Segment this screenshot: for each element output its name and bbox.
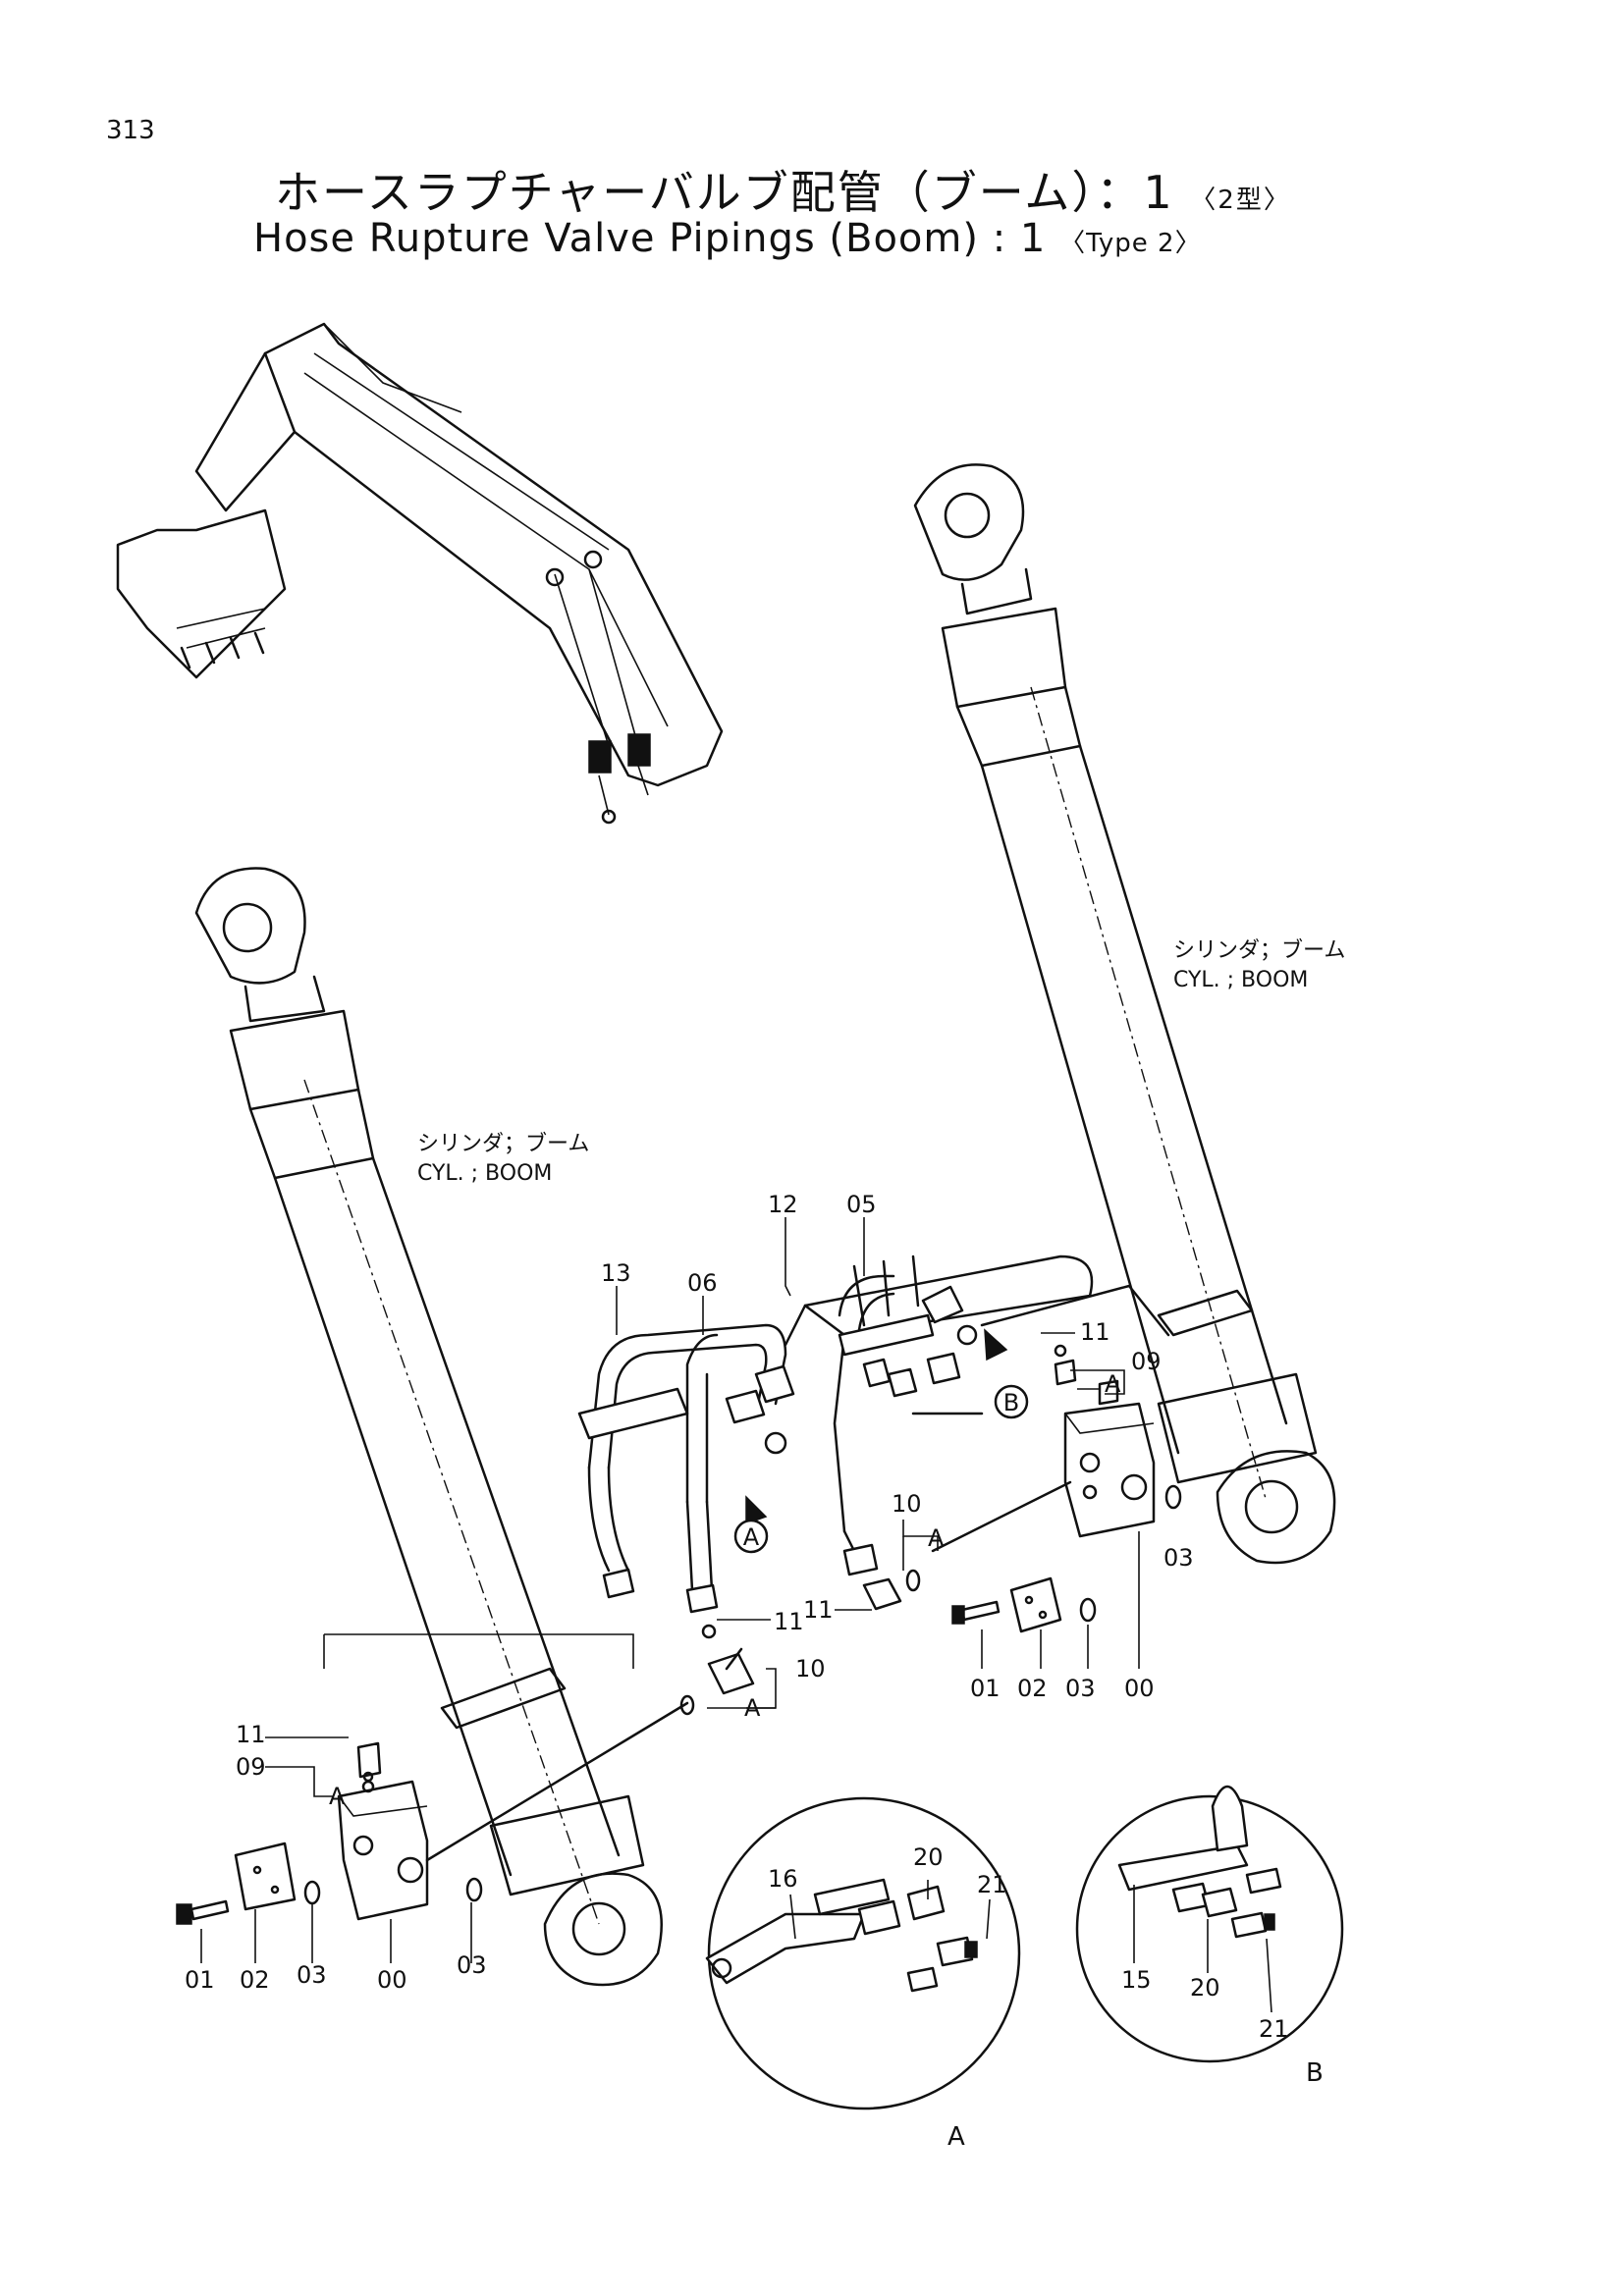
- callout-06: 06: [687, 1269, 718, 1297]
- callout-15: 15: [1121, 1966, 1152, 1994]
- callout-10-middle: 10: [795, 1655, 826, 1682]
- detail-view-labels: A B: [947, 2058, 1324, 2152]
- callout-03-left-b: 03: [457, 1951, 487, 1979]
- hose-piping-assembly: [577, 1255, 1170, 1614]
- callout-09-right: 09: [1131, 1348, 1162, 1375]
- right-cylinder-label-en: CYL. ; BOOM: [1173, 968, 1308, 992]
- callout-a-right-lower: A: [928, 1524, 945, 1552]
- callout-02-left: 02: [240, 1966, 270, 1994]
- callout-03-right-a: 03: [1163, 1544, 1194, 1572]
- callout-13: 13: [601, 1259, 631, 1287]
- detail-marker-b: B: [984, 1328, 1029, 1419]
- middle-fitting-assembly: [679, 1624, 755, 1716]
- callout-a-middle: A: [744, 1694, 761, 1722]
- callout-01-right: 01: [970, 1675, 1001, 1702]
- callout-11-middle: 11: [774, 1608, 804, 1635]
- callout-10-right: 10: [892, 1490, 922, 1518]
- right-valve-assembly: [862, 1344, 1182, 1633]
- callout-12: 12: [768, 1191, 798, 1218]
- title-japanese-text: ホースラプチャーバルブ配管（ブーム）：1: [275, 166, 1174, 219]
- part-callouts: 12 05 13 06 11 09 A 10 11 A 03 01 02 03 …: [185, 1191, 1289, 2043]
- detail-a-label: A: [947, 2122, 965, 2152]
- title-english: Hose Rupture Valve Pipings (Boom) : 1 〈T…: [253, 216, 1202, 261]
- callout-21-detail-a: 21: [977, 1871, 1007, 1898]
- callout-leaders: [200, 1217, 1140, 1963]
- callout-01-left: 01: [185, 1966, 215, 1994]
- detail-marker-a-label: A: [743, 1523, 760, 1551]
- detail-b-label: B: [1306, 2058, 1324, 2088]
- right-boom-cylinder: [913, 463, 1336, 1565]
- title-english-type: 〈Type 2〉: [1059, 229, 1202, 258]
- callout-11-left: 11: [236, 1721, 266, 1748]
- callout-21-detail-b: 21: [1259, 2015, 1289, 2043]
- callout-00-left: 00: [377, 1966, 407, 1994]
- callout-a-right-upper: A: [1105, 1370, 1121, 1398]
- title-japanese-type: 〈2型〉: [1190, 186, 1291, 215]
- callout-09-left: 09: [236, 1753, 266, 1781]
- title-english-text: Hose Rupture Valve Pipings (Boom) : 1: [253, 216, 1047, 261]
- detail-a-view: [705, 1796, 1021, 2110]
- detail-marker-a: A: [733, 1495, 769, 1554]
- callout-16: 16: [768, 1865, 798, 1893]
- excavator-overview-illustration: [116, 322, 724, 825]
- left-cylinder-label-jp: シリンダ；ブーム: [417, 1132, 589, 1156]
- callout-20-detail-b: 20: [1190, 1974, 1220, 2002]
- detail-marker-b-label: B: [1003, 1389, 1019, 1416]
- callout-11-upper-right: 11: [1080, 1318, 1110, 1346]
- right-cylinder-label-jp: シリンダ；ブーム: [1173, 938, 1345, 963]
- callout-11-lower-right: 11: [803, 1596, 834, 1624]
- callout-03-right-b: 03: [1065, 1675, 1096, 1702]
- callout-05: 05: [846, 1191, 877, 1218]
- page-number: 313: [106, 116, 155, 145]
- callout-02-right: 02: [1017, 1675, 1048, 1702]
- callout-00-right: 00: [1124, 1675, 1155, 1702]
- callout-a-left: A: [329, 1783, 346, 1810]
- callout-03-left-a: 03: [297, 1961, 327, 1989]
- left-cylinder-label-en: CYL. ; BOOM: [417, 1161, 552, 1186]
- left-boom-cylinder: [194, 867, 663, 1987]
- cylinder-labels: シリンダ；ブーム CYL. ; BOOM シリンダ；ブーム CYL. ; BOO…: [417, 938, 1345, 1186]
- title-japanese: ホースラプチャーバルブ配管（ブーム）：1 〈2型〉: [275, 157, 1291, 222]
- callout-20-detail-a: 20: [913, 1843, 944, 1871]
- left-valve-assembly: [176, 1701, 689, 1925]
- detail-b-view: [1075, 1785, 1344, 2063]
